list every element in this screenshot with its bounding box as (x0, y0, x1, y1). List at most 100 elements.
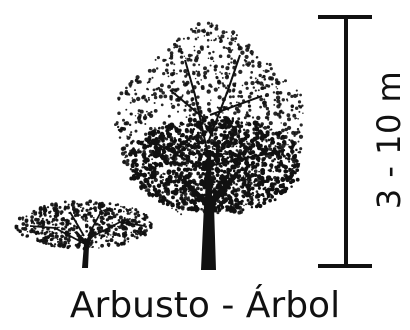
foliage-speck (192, 207, 196, 212)
foliage-speck (141, 183, 147, 190)
foliage-speck (45, 218, 49, 222)
foliage-speck (193, 135, 197, 139)
foliage-speck (255, 56, 258, 59)
foliage-speck (134, 92, 138, 96)
foliage-speck (65, 222, 67, 224)
foliage-speck (294, 162, 300, 168)
foliage-speck (145, 110, 148, 113)
foliage-speck (92, 203, 95, 206)
foliage-speck (54, 234, 59, 239)
foliage-speck (152, 92, 157, 97)
foliage-speck (150, 110, 153, 114)
foliage-speck (234, 197, 239, 203)
foliage-speck (147, 183, 152, 188)
foliage-speck (206, 145, 211, 149)
foliage-speck (168, 57, 171, 60)
foliage-speck (240, 143, 244, 147)
foliage-speck (231, 146, 233, 148)
foliage-speck (172, 80, 176, 83)
foliage-speck (165, 180, 170, 186)
foliage-speck (211, 147, 214, 150)
foliage-speck (262, 74, 266, 79)
foliage-speck (203, 75, 207, 80)
foliage-speck (260, 170, 266, 176)
foliage-speck (239, 210, 243, 214)
foliage-speck (50, 237, 54, 241)
foliage-speck (29, 229, 33, 234)
foliage-speck (217, 208, 222, 212)
foliage-speck (298, 134, 304, 139)
foliage-speck (254, 125, 259, 131)
foliage-speck (298, 110, 301, 113)
foliage-speck (134, 129, 138, 133)
foliage-speck (184, 128, 189, 132)
foliage-speck (98, 247, 100, 249)
foliage-speck (187, 142, 191, 145)
foliage-speck (138, 226, 143, 231)
foliage-speck (158, 199, 162, 203)
foliage-speck (130, 140, 134, 144)
foliage-speck (154, 127, 156, 129)
foliage-speck (125, 143, 129, 148)
foliage-speck (234, 120, 240, 126)
foliage-speck (43, 213, 46, 215)
foliage-speck (165, 137, 169, 141)
foliage-speck (98, 223, 101, 227)
foliage-speck (98, 233, 101, 237)
foliage-speck (282, 182, 285, 186)
foliage-speck (146, 158, 150, 162)
foliage-speck (177, 205, 181, 210)
foliage-speck (287, 143, 289, 146)
foliage-speck (221, 139, 224, 142)
foliage-speck (235, 101, 238, 104)
foliage-speck (270, 195, 274, 199)
foliage-speck (248, 189, 251, 192)
foliage-speck (186, 90, 191, 95)
foliage-speck (112, 232, 116, 236)
foliage-speck (206, 45, 210, 49)
foliage-speck (174, 126, 179, 132)
foliage-speck (20, 233, 24, 237)
foliage-speck (128, 217, 131, 220)
foliage-speck (123, 121, 128, 126)
foliage-speck (157, 189, 161, 194)
foliage-speck (180, 161, 185, 166)
tree-branch (208, 54, 241, 141)
foliage-speck (127, 240, 130, 243)
foliage-speck (226, 152, 229, 156)
foliage-speck (224, 139, 230, 145)
foliage-speck (259, 123, 264, 128)
foliage-speck (234, 82, 237, 84)
foliage-speck (278, 155, 282, 159)
foliage-speck (142, 143, 147, 148)
foliage-speck (295, 148, 298, 152)
foliage-speck (253, 179, 257, 183)
foliage-speck (265, 83, 269, 88)
foliage-speck (259, 144, 262, 147)
foliage-speck (164, 68, 169, 73)
foliage-speck (122, 205, 126, 209)
foliage-speck (273, 98, 277, 102)
tree-crown (114, 21, 304, 216)
foliage-speck (54, 223, 58, 227)
foliage-speck (217, 86, 220, 89)
foliage-speck (143, 159, 147, 164)
foliage-speck (256, 193, 259, 196)
foliage-speck (230, 57, 233, 60)
foliage-speck (73, 224, 76, 228)
foliage-speck (193, 49, 196, 52)
foliage-speck (171, 104, 176, 109)
foliage-speck (94, 240, 98, 244)
foliage-speck (177, 175, 183, 181)
foliage-speck (297, 117, 299, 120)
foliage-speck (180, 213, 183, 216)
foliage-speck (109, 238, 114, 243)
foliage-speck (183, 108, 187, 112)
foliage-speck (125, 86, 128, 90)
foliage-speck (204, 124, 208, 128)
foliage-speck (257, 159, 261, 163)
foliage-speck (272, 91, 276, 94)
foliage-speck (222, 122, 227, 127)
foliage-speck (245, 140, 248, 143)
foliage-speck (143, 165, 147, 169)
